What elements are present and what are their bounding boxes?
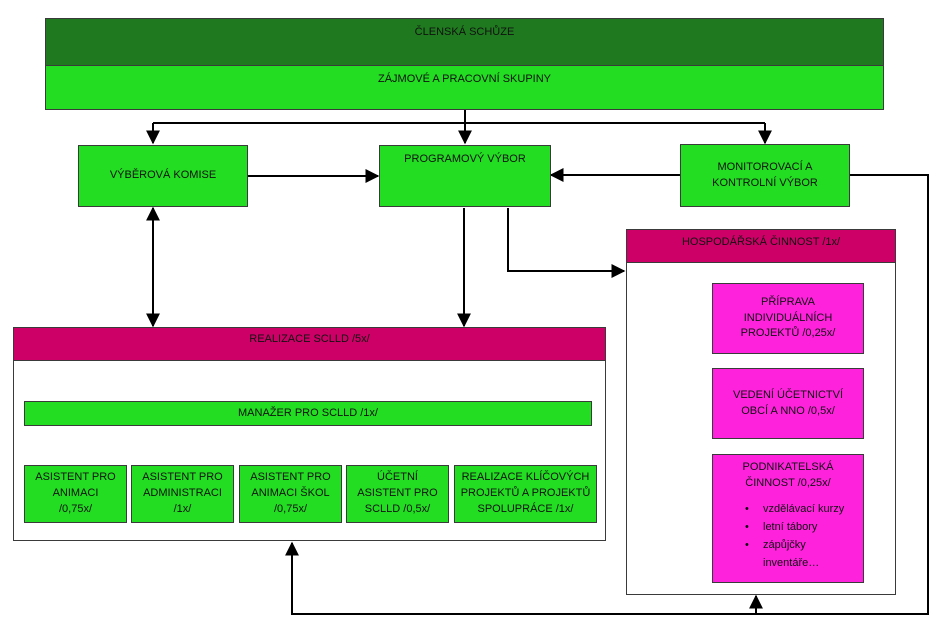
- asistent-administrace-line2: ADMINISTRACI: [143, 487, 222, 500]
- realizace-projektu-line3: SPOLUPRÁCE /1x/: [477, 502, 574, 515]
- podnikatelska-cinnost-box: PODNIKATELSKÁ ČINNOST /0,25x/ vzdělávací…: [712, 454, 864, 583]
- ucetni-line1: ÚČETNÍ: [377, 471, 418, 484]
- asistent-skol-line2: ANIMACI ŠKOL: [251, 487, 330, 500]
- asistent-animace-line3: /0,75x/: [58, 502, 93, 515]
- realizace-projektu-line2: PROJEKTŮ A PROJEKTŮ: [460, 487, 591, 500]
- hospodarska-label: HOSPODÁŘSKÁ ČINNOST /1x/: [681, 236, 841, 248]
- manazer-label: MANAŽER PRO SCLLD /1x/: [238, 406, 378, 419]
- clenska-schuze-box: ČLENSKÁ SCHŮZE: [45, 18, 884, 66]
- asistent-administrace-line1: ASISTENT PRO: [142, 471, 223, 484]
- podnikatelska-line1: PODNIKATELSKÁ: [742, 461, 834, 473]
- vedeni-ucetnictvi-box: VEDENÍ ÚČETNICTVÍ OBCÍ A NNO /0,5x/: [712, 368, 864, 439]
- priprava-line2: INDIVIDUÁLNÍCH: [743, 311, 833, 324]
- realizace-projektu-box: REALIZACE KLÍČOVÝCH PROJEKTŮ A PROJEKTŮ …: [454, 465, 597, 523]
- arrow-monitorovaci-to-realizace: [285, 174, 929, 615]
- asistent-administrace-line3: /1x/: [173, 502, 192, 515]
- podnikatelska-line2: ČINNOST /0,25x/: [745, 476, 831, 489]
- list-item: zápůjčky inventáře…: [741, 536, 859, 572]
- list-item: letní tábory: [741, 518, 859, 536]
- programovy-vybor-box: PROGRAMOVÝ VÝBOR: [379, 145, 551, 207]
- vyberova-komise-label: VÝBĚROVÁ KOMISE: [109, 169, 217, 182]
- podnikatelska-list: vzdělávací kurzy letní tábory zápůjčky i…: [741, 500, 859, 572]
- asistent-administrace-box: ASISTENT PRO ADMINISTRACI /1x/: [131, 465, 234, 523]
- ucetni-asistent-box: ÚČETNÍ ASISTENT PRO SCLLD /0,5x/: [346, 465, 449, 523]
- realizace-projektu-line1: REALIZACE KLÍČOVÝCH: [461, 471, 590, 484]
- realizace-label: REALIZACE SCLLD /5x/: [249, 333, 370, 345]
- ucetni-line3: SCLLD /0,5x/: [364, 502, 431, 515]
- priprava-line1: PŘÍPRAVA: [761, 295, 815, 308]
- asistent-skol-line1: ASISTENT PRO: [250, 471, 331, 484]
- programovy-vybor-label: PROGRAMOVÝ VÝBOR: [404, 153, 526, 165]
- monitorovaci-vybor-box: MONITOROVACÍ A KONTROLNÍ VÝBOR: [680, 144, 850, 207]
- manazer-box: MANAŽER PRO SCLLD /1x/: [24, 401, 592, 426]
- ucetni-line2: ASISTENT PRO: [357, 487, 438, 500]
- asistent-animace-line1: ASISTENT PRO: [35, 471, 116, 484]
- zajmove-skupiny-label: ZÁJMOVÉ A PRACOVNÍ SKUPINY: [378, 73, 551, 85]
- asistent-animace-box: ASISTENT PRO ANIMACI /0,75x/: [24, 465, 127, 523]
- zajmove-skupiny-box: ZÁJMOVÉ A PRACOVNÍ SKUPINY: [45, 65, 884, 110]
- realizace-header: REALIZACE SCLLD /5x/: [13, 327, 606, 361]
- monitorovaci-label-line2: KONTROLNÍ VÝBOR: [712, 176, 818, 189]
- clenska-schuze-label: ČLENSKÁ SCHŮZE: [414, 26, 515, 38]
- asistent-animace-skol-box: ASISTENT PRO ANIMACI ŠKOL /0,75x/: [239, 465, 342, 523]
- arrow-programovy-to-hospodarska: [507, 208, 626, 278]
- priprava-projektu-box: PŘÍPRAVA INDIVIDUÁLNÍCH PROJEKTŮ /0,25x/: [712, 283, 864, 354]
- vedeni-line1: VEDENÍ ÚČETNICTVÍ: [732, 388, 843, 401]
- monitorovaci-label-line1: MONITOROVACÍ A: [717, 160, 813, 173]
- asistent-skol-line3: /0,75x/: [273, 502, 308, 515]
- hospodarska-header: HOSPODÁŘSKÁ ČINNOST /1x/: [626, 229, 896, 263]
- vedeni-line2: OBCÍ A NNO /0,5x/: [741, 404, 835, 417]
- list-item: vzdělávací kurzy: [741, 500, 859, 518]
- priprava-line3: PROJEKTŮ /0,25x/: [740, 327, 836, 340]
- vyberova-komise-box: VÝBĚROVÁ KOMISE: [78, 145, 248, 207]
- asistent-animace-line2: ANIMACI: [52, 487, 99, 500]
